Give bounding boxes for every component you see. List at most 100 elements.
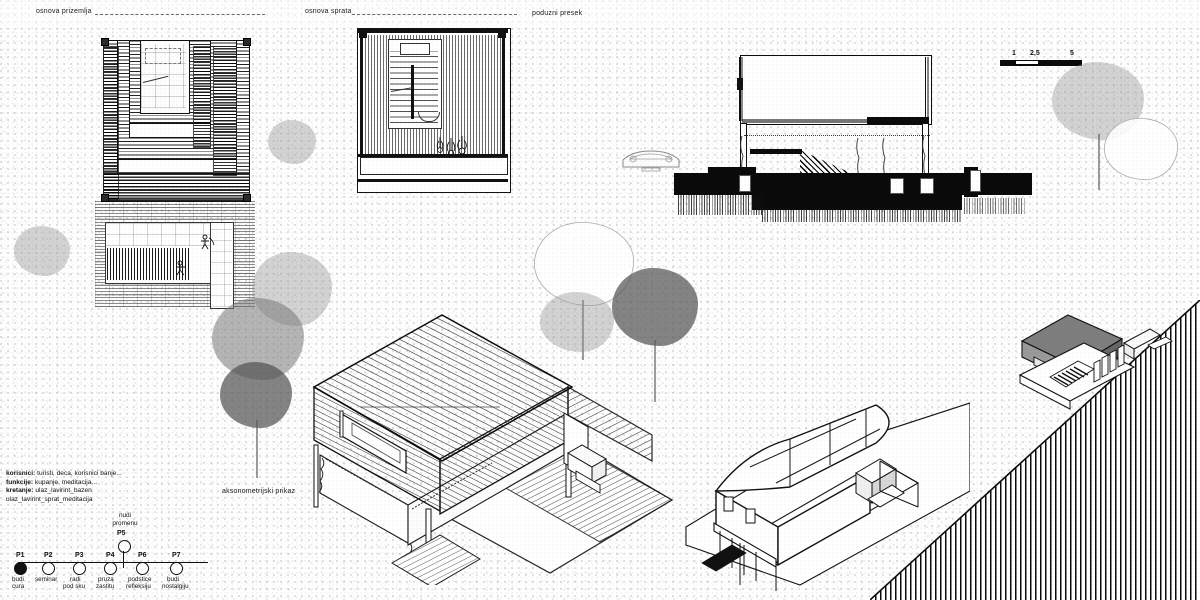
axono-window-mullion [339, 410, 344, 438]
plan-deck-grid [105, 222, 210, 246]
pavilion-drawing [1018, 314, 1173, 410]
top-margin-band [0, 0, 1200, 24]
plan-column-node [243, 38, 251, 46]
node-key-p3: P3 [75, 552, 84, 559]
upper-plan-wall-right [502, 33, 505, 157]
upper-plan-wall-top [358, 29, 508, 33]
tree-canopy [1104, 118, 1178, 180]
node-key-p2: P2 [44, 552, 53, 559]
upper-plan-stair-treads [390, 51, 438, 123]
site-isometric-drawing [685, 402, 971, 591]
upper-plan-wall-left [360, 33, 363, 157]
longitudinal-section [612, 40, 1032, 222]
section-ground-step [708, 167, 756, 175]
pavilion-isometric [1008, 305, 1178, 420]
section-slab-poche [867, 117, 929, 124]
section-footing [920, 178, 934, 194]
upper-plan-landing [400, 43, 430, 55]
section-subgrade-hatch [762, 208, 962, 222]
car-icon [622, 150, 680, 172]
node-key-p1: P1 [16, 552, 25, 559]
tree-canopy [268, 120, 316, 164]
node-key-p4: P4 [106, 552, 115, 559]
node-key-p7: P7 [172, 552, 181, 559]
node-caption-p1-line1: budi [12, 576, 24, 583]
section-footing [970, 170, 981, 192]
note-key: funkcije: [6, 478, 34, 486]
branch-node-key: P5 [117, 530, 126, 537]
site-isometric-existing-house [680, 395, 971, 600]
diagram-node-p4[interactable] [104, 562, 117, 575]
plan-guide-line [95, 14, 265, 15]
label-axonometric: aksonometrijski prikaz [222, 488, 296, 495]
section-ground-poche [674, 173, 1032, 195]
node-caption-p6-line2: refleksiju [126, 583, 151, 590]
scale-bar: 1 2,5 5 [1000, 50, 1082, 66]
plan-column-node [101, 194, 109, 202]
diagram-node-p2[interactable] [42, 562, 55, 575]
point-sequence-diagram: nudi promenu P5 P1 budi cura P2 seminar … [4, 512, 219, 598]
plan-pool-dashed-outline [145, 48, 181, 64]
note-line: ulaz_lavirint_sprat_meditacija [6, 496, 226, 505]
human-figure-icon [176, 260, 185, 276]
tree-trunk [582, 300, 584, 360]
node-caption-p6-line1: podstice [128, 576, 152, 583]
scale-tick-1: 1 [1012, 50, 1016, 57]
plan-side-path-grid [210, 222, 232, 307]
upper-plan-balcony [360, 157, 508, 175]
axonometric-drawing [312, 314, 674, 588]
label-section: poduzni presek [532, 10, 583, 17]
diagram-node-p3[interactable] [73, 562, 86, 575]
section-ground-lower [752, 192, 962, 210]
legend-notes: korisnici: turisti, deca, korisnici banj… [6, 470, 226, 504]
plan-corridor-right [193, 46, 211, 148]
human-figure-icon [201, 234, 215, 250]
section-floor-slab [742, 119, 928, 123]
note-value: ulaz_lavirint_sprat_meditacija [6, 495, 93, 503]
label-plan-ground: osnova prizemlja [36, 8, 92, 15]
branch-label-line1: nudi [118, 512, 132, 519]
scale-bar-segment-light [1016, 61, 1038, 65]
plan-side-path [210, 222, 234, 309]
upper-plan-corner-column [498, 31, 506, 38]
label-plan-upper: osnova sprata [305, 8, 352, 15]
note-key: kretanje: [6, 487, 34, 495]
scale-bar-graphic [1000, 60, 1082, 66]
diagram-node-p6[interactable] [136, 562, 149, 575]
node-caption-p4-line1: pruza [98, 576, 114, 583]
diagram-node-p5[interactable] [118, 540, 131, 553]
branch-label-line2: promenu [112, 520, 138, 527]
plan-corridor-bottom [103, 172, 250, 200]
tree-canopy [14, 226, 70, 276]
diagram-node-p1[interactable] [14, 562, 27, 575]
plan-upper-guide-line [352, 14, 517, 15]
section-footing [890, 178, 904, 194]
tree-trunk [1098, 134, 1100, 190]
human-figure-icon [436, 136, 467, 157]
node-caption-p7-line2: nostalgiju [162, 583, 189, 590]
tree-canopy [220, 362, 292, 428]
ground-floor-plan [95, 22, 255, 309]
section-stair-landing [750, 149, 802, 154]
note-line: funkcije: kupanje, meditacija... [6, 479, 226, 488]
upper-plan-corner-column [359, 31, 367, 38]
upper-plan-edge-bottom [358, 179, 508, 182]
diagram-node-p7[interactable] [170, 562, 183, 575]
section-mullion-right [925, 57, 929, 121]
note-line: kretanje: ulaz_lavirint_bazen [6, 487, 226, 496]
section-subgrade-hatch [964, 198, 1026, 214]
node-caption-p3-line1: radi [70, 576, 81, 583]
note-value: turisti, deca, korisnici banje... [37, 470, 122, 477]
upper-plan-wall-bottom [358, 154, 508, 157]
section-upper-volume [740, 55, 932, 125]
axonometric-view [300, 295, 700, 588]
upper-floor-plan [357, 28, 511, 193]
tree-trunk [256, 420, 258, 478]
scale-tick-2: 2,5 [1030, 50, 1040, 57]
plan-column-node [101, 38, 109, 46]
section-window-jamb [737, 78, 743, 90]
scale-bar-ticks: 1 2,5 5 [1000, 50, 1082, 60]
node-caption-p2-line1: seminar [35, 576, 58, 583]
scale-tick-3: 5 [1070, 50, 1074, 57]
